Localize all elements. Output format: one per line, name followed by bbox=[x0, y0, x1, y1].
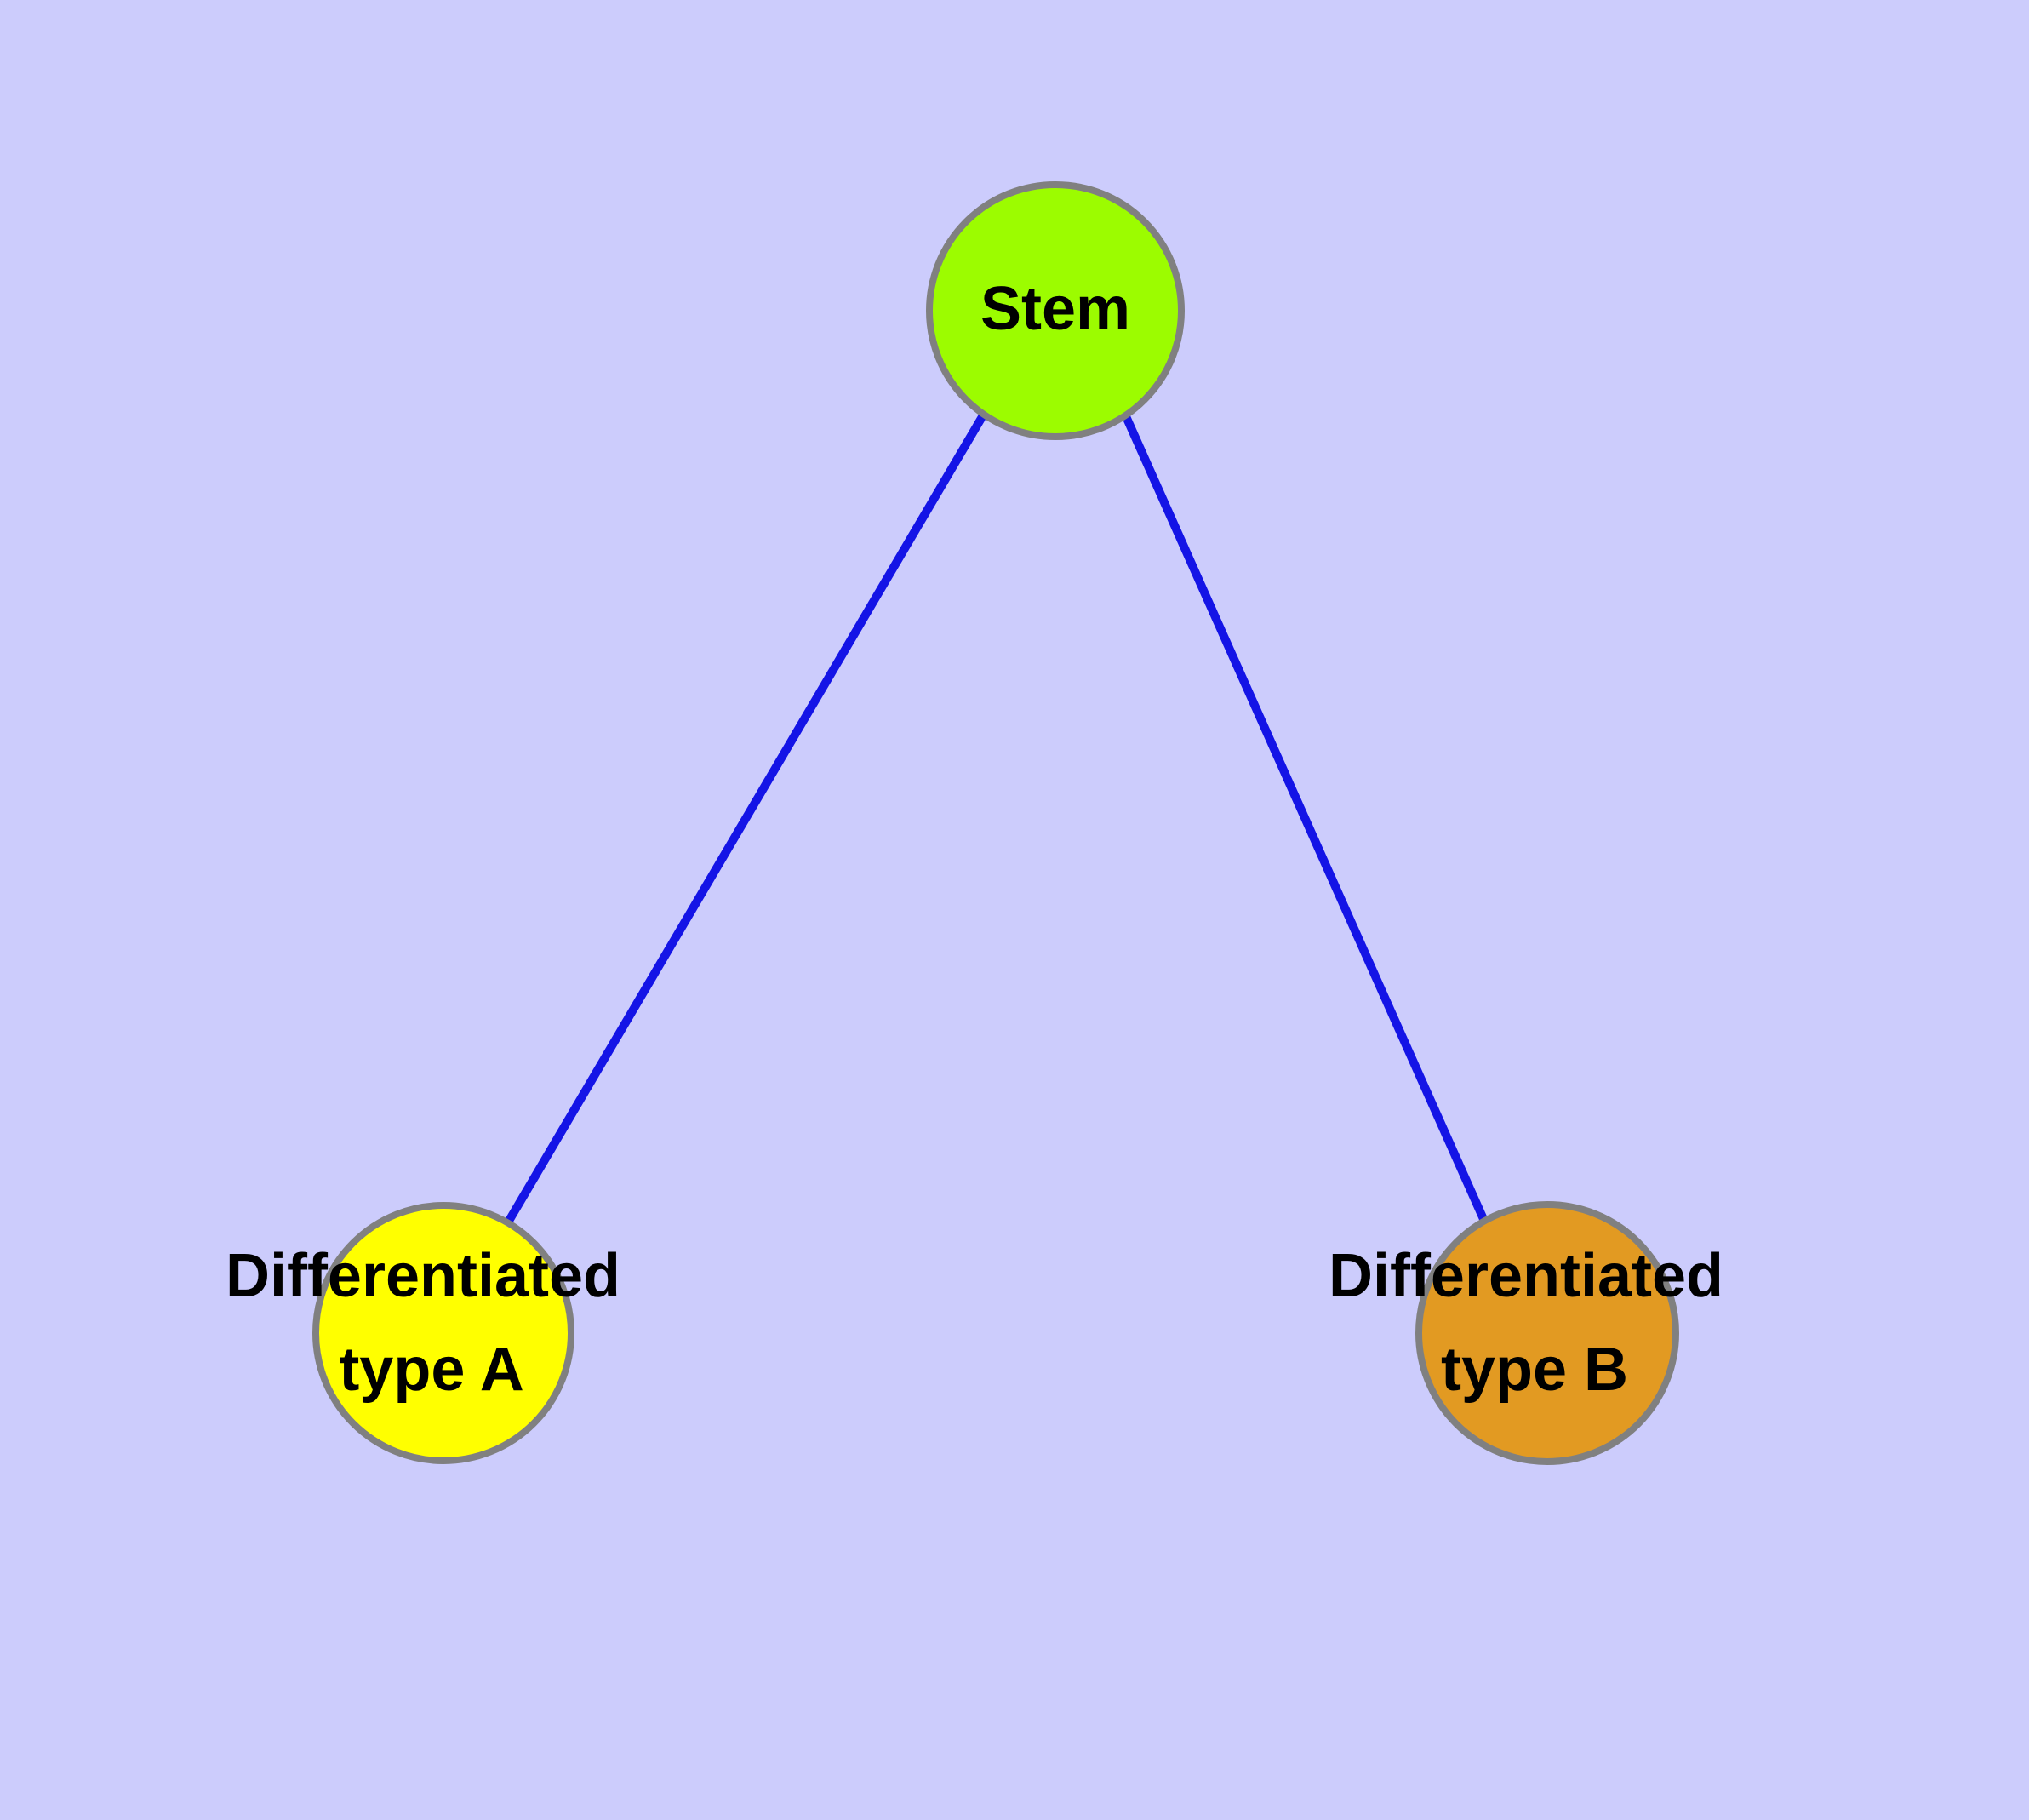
node-diff-a-label-line-1: Differentiated bbox=[226, 1242, 620, 1310]
node-diff-b-label-line-2: type B bbox=[1441, 1336, 1628, 1404]
node-layer bbox=[312, 181, 1679, 1465]
node-diff-b-circle[interactable] bbox=[1415, 1201, 1679, 1465]
node-stem-circle[interactable] bbox=[926, 181, 1185, 440]
edge-stem-to-diff-a[interactable] bbox=[505, 413, 987, 1223]
edge-layer bbox=[505, 412, 1488, 1223]
label-layer: Stem Differentiated type A Differentiate… bbox=[226, 275, 1723, 1404]
edge-stem-to-diff-b[interactable] bbox=[1121, 412, 1488, 1222]
node-diff-b-label-line-1: Differentiated bbox=[1329, 1242, 1723, 1310]
node-stem[interactable] bbox=[926, 181, 1185, 440]
node-diff-a-label-line-2: type A bbox=[339, 1336, 523, 1404]
node-diff-a-circle[interactable] bbox=[312, 1202, 574, 1464]
node-diff-b[interactable] bbox=[1415, 1201, 1679, 1465]
node-stem-label: Stem bbox=[980, 275, 1130, 343]
node-diff-a[interactable] bbox=[312, 1202, 574, 1464]
